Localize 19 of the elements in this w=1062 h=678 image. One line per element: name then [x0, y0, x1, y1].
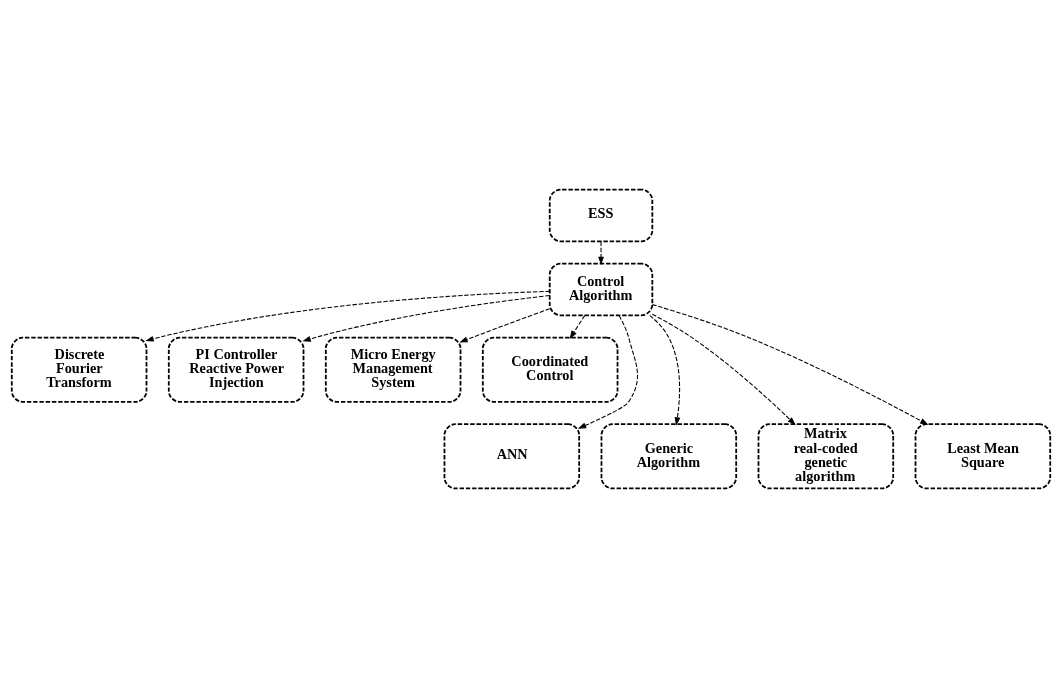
node-box: ANN: [443, 423, 581, 490]
arrow: [459, 308, 551, 343]
node-box: Micro Energy Management System: [324, 336, 462, 403]
node-box: Least Mean Square: [914, 423, 1052, 490]
arrow: [651, 304, 929, 425]
arrow: [577, 315, 639, 429]
arrow: [145, 290, 551, 342]
node-box: Matrix real-coded genetic algorithm: [757, 423, 895, 490]
node-box: Discrete Fourier Transform: [10, 336, 148, 403]
node-box: PI Controller Reactive Power Injection: [167, 336, 305, 403]
node-box: Generic Algorithm: [600, 423, 738, 490]
arrow: [651, 313, 796, 426]
arrow: [649, 314, 681, 426]
arrow: [598, 241, 604, 266]
node-box: Coordinated Control: [481, 336, 619, 403]
node-box: Control Algorithm: [548, 262, 654, 317]
node-box: ESS: [548, 188, 654, 243]
arrow: [569, 315, 586, 339]
arrow: [302, 294, 551, 342]
